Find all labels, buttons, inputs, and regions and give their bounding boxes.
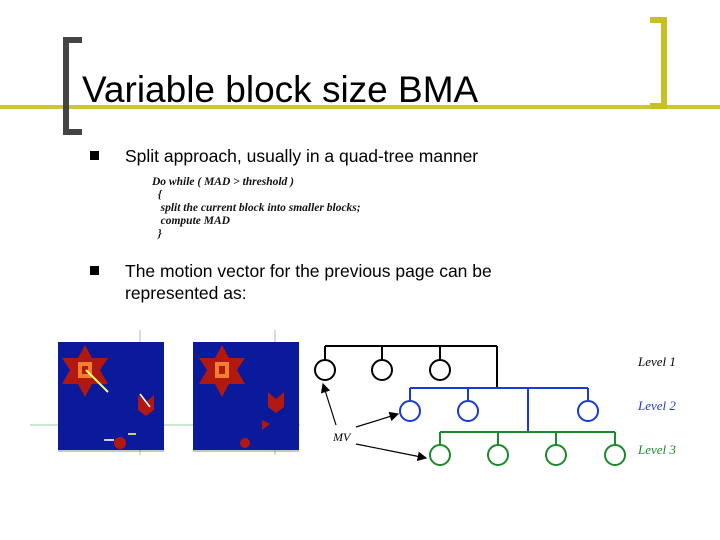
tree-level-3 bbox=[430, 432, 625, 465]
mv-label: MV bbox=[332, 430, 352, 444]
tree-node bbox=[546, 445, 566, 465]
tree-node bbox=[458, 401, 478, 421]
motion-field-image-right bbox=[180, 330, 300, 455]
bullet-marker bbox=[90, 266, 99, 275]
tree-level-2 bbox=[400, 388, 598, 432]
tree-node bbox=[605, 445, 625, 465]
code-line: compute MAD bbox=[152, 215, 361, 228]
level-label: Level 1 bbox=[637, 354, 676, 369]
tree-level-1 bbox=[315, 346, 497, 388]
tree-node bbox=[430, 445, 450, 465]
level-label: Level 3 bbox=[637, 442, 676, 457]
tree-node bbox=[372, 360, 392, 380]
tree-node bbox=[430, 360, 450, 380]
pseudocode-block: Do while ( MAD > threshold ) { split the… bbox=[152, 176, 361, 241]
tree-node bbox=[400, 401, 420, 421]
slide-title: Variable block size BMA bbox=[82, 70, 478, 111]
motion-field-image-left bbox=[30, 330, 180, 455]
level-label: Level 2 bbox=[637, 398, 676, 413]
code-line: Do while ( MAD > threshold ) bbox=[152, 176, 361, 189]
code-line: split the current block into smaller blo… bbox=[152, 202, 361, 215]
tree-node bbox=[315, 360, 335, 380]
tree-node bbox=[578, 401, 598, 421]
bullet-text: Split approach, usually in a quad-tree m… bbox=[125, 145, 478, 167]
tree-node bbox=[488, 445, 508, 465]
code-line: { bbox=[152, 189, 361, 202]
bullet-marker bbox=[90, 151, 99, 160]
right-bracket bbox=[650, 20, 664, 106]
bullet-text: The motion vector for the previous page … bbox=[125, 260, 565, 304]
motion-vector-figure: MV Level 1 Level 2 Level 3 bbox=[0, 320, 720, 480]
left-bracket bbox=[66, 40, 82, 132]
code-line: } bbox=[152, 228, 361, 241]
